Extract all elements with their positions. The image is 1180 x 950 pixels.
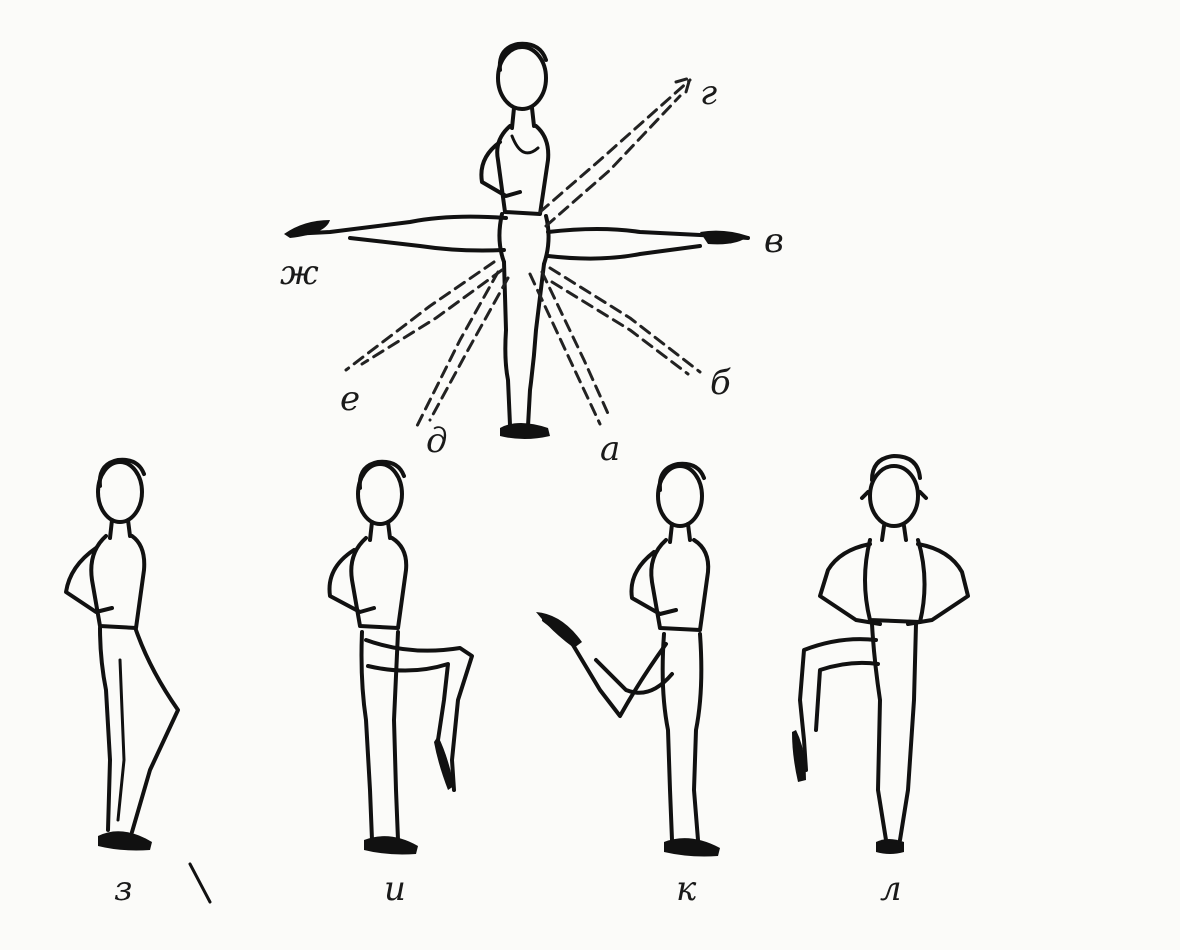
- figure-z: [66, 460, 178, 851]
- figure-l-head: [870, 466, 918, 526]
- central-standing-leg: [504, 262, 544, 426]
- central-hips: [499, 214, 548, 264]
- figure-i: [330, 462, 473, 855]
- label-a: а: [600, 429, 620, 469]
- label-z: з: [114, 869, 133, 909]
- label-l: л: [880, 869, 902, 909]
- central-neck: [512, 108, 534, 128]
- top-labels: а б в г д е ж: [280, 73, 784, 469]
- central-figure: [481, 44, 550, 439]
- label-b: б: [710, 363, 731, 403]
- leg-position-e: [346, 262, 502, 370]
- central-shoe: [500, 423, 550, 439]
- figure-z-head: [98, 462, 142, 522]
- central-torso: [497, 126, 548, 214]
- leg-position-b: [550, 268, 700, 374]
- label-g: г: [700, 73, 717, 113]
- label-k: к: [676, 869, 697, 909]
- figure-k: [536, 464, 720, 857]
- shoe-position-v: [700, 231, 748, 245]
- horizontal-legs: [284, 217, 748, 259]
- label-e: е: [340, 379, 360, 419]
- figure-k-head: [658, 466, 702, 526]
- label-i: и: [384, 869, 406, 909]
- figure-i-head: [358, 464, 402, 524]
- label-d: д: [426, 421, 448, 461]
- stray-mark: [190, 864, 210, 902]
- central-shirt-line: [512, 136, 538, 153]
- leg-position-g: [540, 80, 690, 226]
- shoe-position-zh: [284, 220, 330, 238]
- label-zh: ж: [280, 253, 319, 293]
- leg-position-d: [416, 272, 508, 428]
- central-head: [498, 47, 546, 109]
- figure-l: [792, 456, 968, 854]
- bottom-labels: з и к л: [114, 869, 902, 909]
- label-v: в: [764, 221, 784, 261]
